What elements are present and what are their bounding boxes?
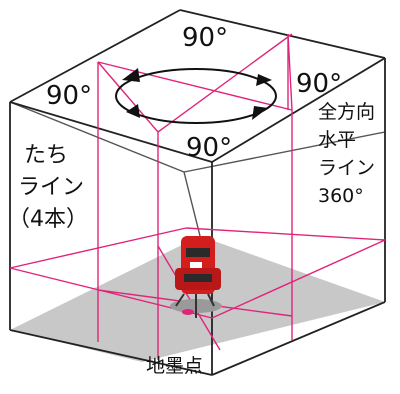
box-back-edges <box>9 101 386 237</box>
svg-text:水平: 水平 <box>318 129 356 151</box>
horizontal-line-label: 全方向 水平 ライン 360° <box>318 101 375 207</box>
svg-text:全方向: 全方向 <box>318 101 375 123</box>
vertical-lines-label: たち ライン （4本） <box>8 143 88 232</box>
laser-lines <box>9 33 386 360</box>
svg-text:たち: たち <box>24 143 68 168</box>
rotation-arrow-icon <box>115 68 277 124</box>
angle-label-right: 90° <box>296 69 342 99</box>
svg-text:（4本）: （4本） <box>8 207 88 232</box>
svg-text:ライン: ライン <box>18 175 84 200</box>
floor-plane <box>10 236 385 362</box>
angle-label-top: 90° <box>182 23 228 53</box>
angle-label-left: 90° <box>46 81 92 111</box>
ground-point-label: 地墨点 <box>146 355 203 377</box>
svg-text:ライン: ライン <box>318 157 375 179</box>
angle-label-bottom: 90° <box>186 133 232 163</box>
svg-text:360°: 360° <box>318 185 364 207</box>
laser-level-device-icon <box>170 236 222 318</box>
